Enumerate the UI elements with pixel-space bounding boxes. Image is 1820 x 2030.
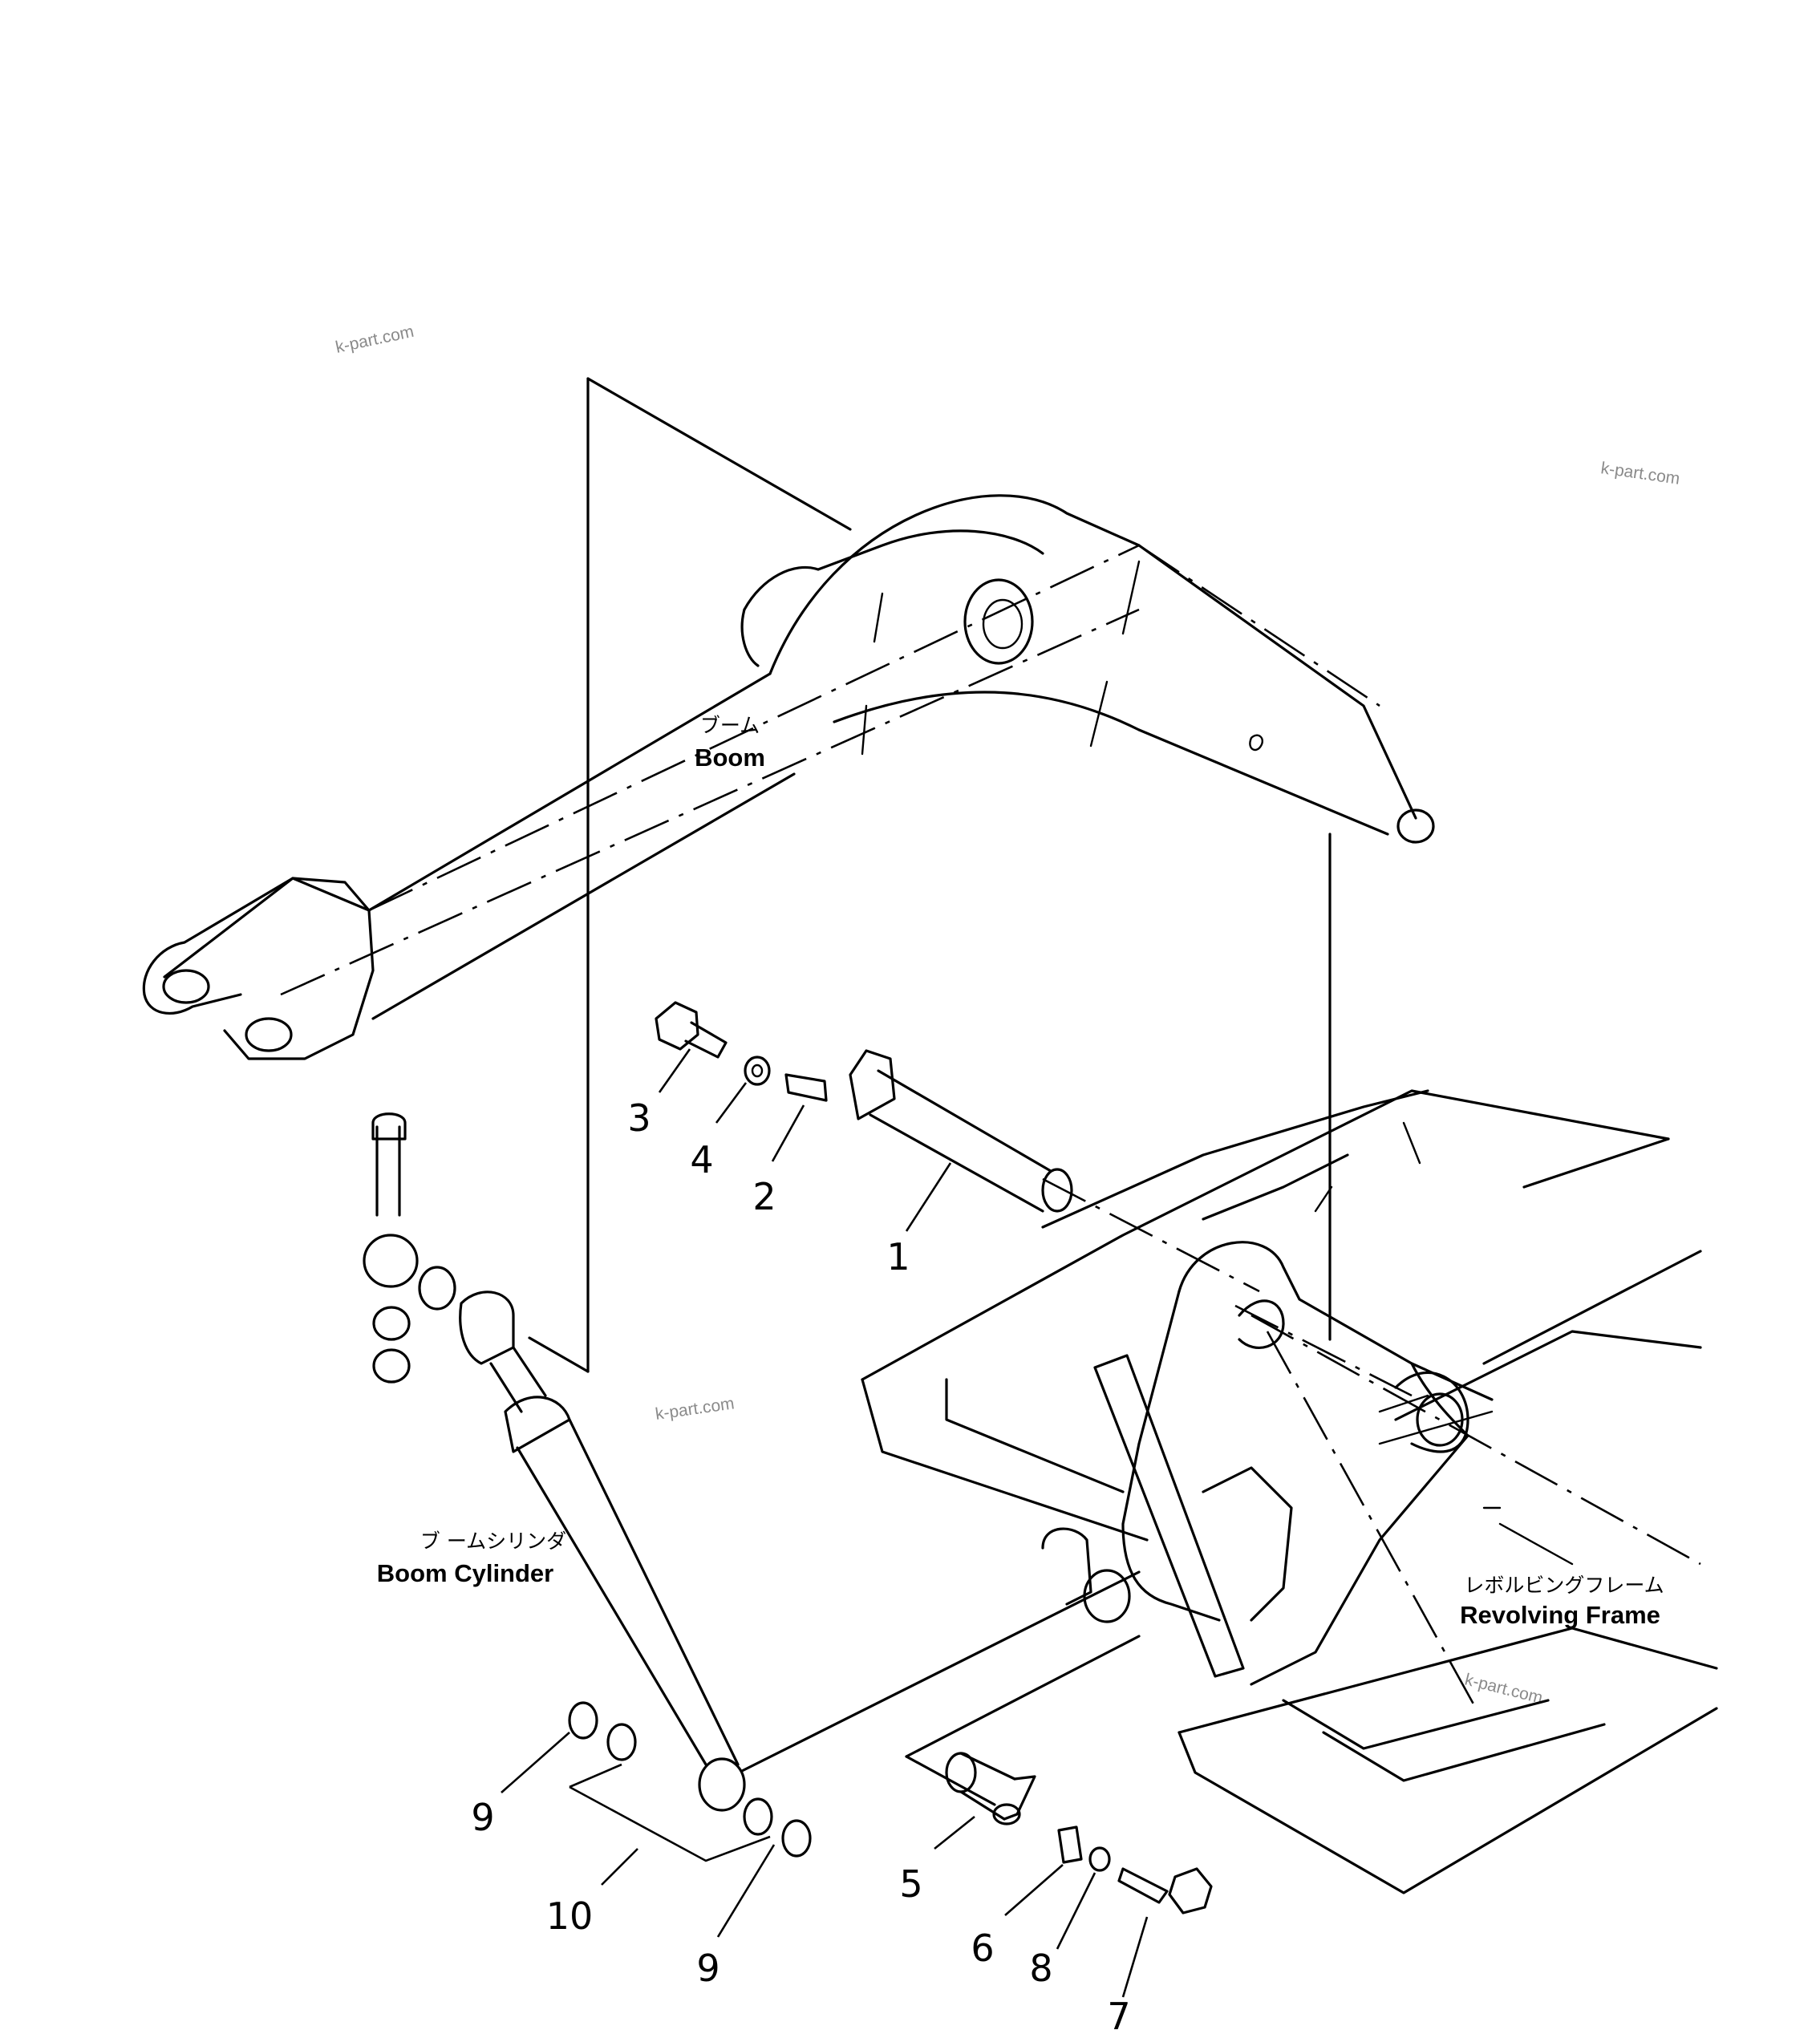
revolving-frame-label: Revolving Frame [1460,1601,1660,1629]
boom-cylinder [459,1291,746,1812]
part-8-washer [1088,1846,1111,1872]
cylinder-head-hardware [363,1112,456,1384]
callout-8: 8 [1029,1947,1052,1990]
callout-7: 7 [1107,1995,1130,2030]
callout-6: 6 [971,1927,994,1970]
boom-cylinder-label: Boom Cylinder [377,1559,553,1587]
boom-part [142,494,1435,1060]
phantom-reference-lines [528,377,1413,1806]
part-4-washer [744,1056,771,1086]
part-1-pin [849,1049,1073,1213]
watermark: k-part.com [1463,1671,1545,1708]
watermark: k-part.com [334,322,415,357]
part-9-10-washers [568,1701,812,1858]
callout-1: 1 [886,1235,910,1278]
revolving-frame-label-jp: レボルビングフレーム [1464,1574,1664,1597]
revolving-frame [861,1089,1718,1894]
leader-lines [501,1048,1149,1998]
callout-10: 10 [546,1894,594,1938]
part-2-plate [784,1073,828,1102]
watermark: k-part.com [1599,459,1680,488]
boom-label-jp: ブーム [700,714,760,737]
part-7-bolt [1117,1867,1213,1915]
boom-label: Boom [695,744,765,772]
callout-9: 9 [471,1796,494,1839]
part-3-bolt [655,1001,728,1059]
part-6-plate [1057,1825,1083,1864]
watermark: k-part.com [654,1394,735,1424]
callout-2: 2 [752,1175,776,1218]
callout-9: 9 [696,1947,719,1990]
callout-3: 3 [627,1096,651,1140]
callout-5: 5 [899,1862,922,1906]
part-5-pin [945,1752,1036,1825]
callout-4: 4 [690,1138,713,1181]
boom-cylinder-label-jp: ブ ームシリンダ [420,1530,566,1553]
